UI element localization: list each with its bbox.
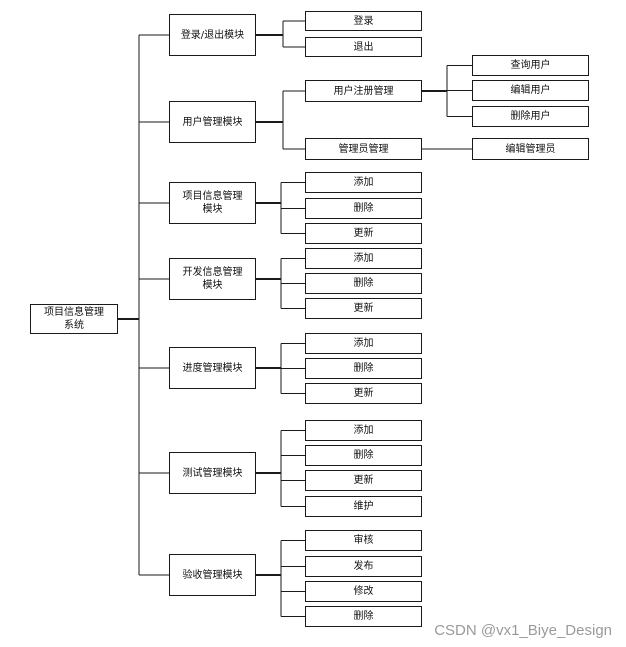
module-progress: 进度管理模块 (169, 347, 256, 389)
leaf-dev-delete: 删除 (305, 273, 422, 294)
leaf-dev-update: 更新 (305, 298, 422, 319)
leaf-delete-user: 删除用户 (472, 106, 589, 127)
module-user-management: 用户管理模块 (169, 101, 256, 143)
leaf-logout: 退出 (305, 37, 422, 57)
leaf-progress-add: 添加 (305, 333, 422, 354)
root-node: 项目信息管理 系统 (30, 304, 118, 334)
leaf-test-update: 更新 (305, 470, 422, 491)
leaf-progress-delete: 删除 (305, 358, 422, 379)
leaf-test-maintain: 维护 (305, 496, 422, 517)
leaf-acceptance-review: 审核 (305, 530, 422, 551)
leaf-acceptance-delete: 删除 (305, 606, 422, 627)
leaf-acceptance-modify: 修改 (305, 581, 422, 602)
leaf-login: 登录 (305, 11, 422, 31)
node-user-register-management: 用户注册管理 (305, 80, 422, 102)
node-admin-management: 管理员管理 (305, 138, 422, 160)
leaf-dev-add: 添加 (305, 248, 422, 269)
leaf-test-delete: 删除 (305, 445, 422, 466)
leaf-query-user: 查询用户 (472, 55, 589, 76)
module-project-info: 项目信息管理 模块 (169, 182, 256, 224)
leaf-project-add: 添加 (305, 172, 422, 193)
leaf-edit-user: 编辑用户 (472, 80, 589, 101)
module-acceptance: 验收管理模块 (169, 554, 256, 596)
leaf-test-add: 添加 (305, 420, 422, 441)
module-login-logout: 登录/退出模块 (169, 14, 256, 56)
module-testing: 测试管理模块 (169, 452, 256, 494)
leaf-project-update: 更新 (305, 223, 422, 244)
leaf-acceptance-publish: 发布 (305, 556, 422, 577)
module-development-info: 开发信息管理 模块 (169, 258, 256, 300)
leaf-project-delete: 删除 (305, 198, 422, 219)
leaf-progress-update: 更新 (305, 383, 422, 404)
watermark: CSDN @vx1_Biye_Design (434, 622, 612, 639)
leaf-edit-admin: 编辑管理员 (472, 138, 589, 160)
